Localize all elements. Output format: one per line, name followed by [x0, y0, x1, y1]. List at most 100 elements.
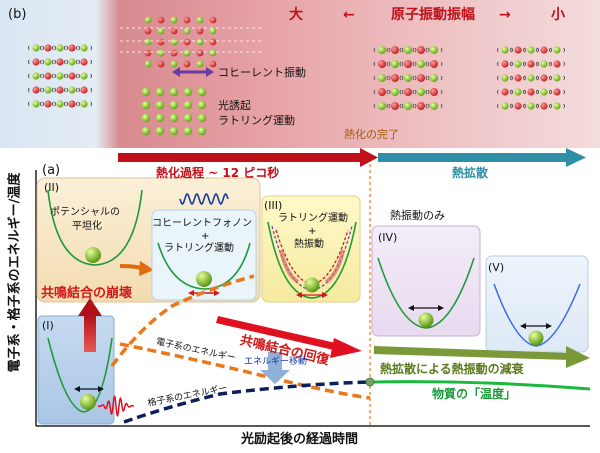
stage-II-label: (II)	[44, 181, 60, 194]
panel-a-label: (a)	[42, 163, 61, 178]
stage-II-orange-arrow	[139, 261, 154, 276]
lattice-atom-green	[417, 60, 425, 68]
lattice-atom-green	[527, 102, 535, 110]
lattice-atom-green	[183, 27, 191, 35]
lattice-atom-red	[144, 27, 152, 35]
lattice-atom-green	[391, 88, 399, 96]
lattice-atom-red	[196, 27, 204, 35]
lattice-atom-green	[404, 46, 412, 54]
lattice-atom-red	[170, 27, 178, 35]
amplitude-title: 原子振動振幅	[391, 7, 475, 23]
lattice-atom-green	[527, 74, 535, 82]
lattice-atom-red	[540, 46, 548, 54]
lattice-atom-red	[430, 88, 438, 96]
amplitude-left-arrow: ←	[343, 7, 355, 23]
stage-III-ball	[304, 277, 320, 293]
lattice-atom-green	[404, 74, 412, 82]
panel-a-graphics	[35, 148, 591, 427]
stage-V-ball	[528, 330, 544, 346]
lattice-atom-red	[183, 60, 191, 68]
lattice-atom-green	[170, 60, 178, 68]
resonance-recovery-arrow	[216, 316, 362, 358]
panel-b-label: (b)	[8, 7, 27, 22]
lattice-atom-green	[196, 60, 204, 68]
stage-I-label: (I)	[42, 319, 54, 332]
stage-IV-box	[371, 225, 481, 337]
lattice-atom-green	[196, 38, 204, 46]
lattice-atom-green	[197, 100, 207, 110]
y-axis-label: 電子系・格子系のエネルギー/温度	[7, 172, 23, 373]
lattice-atom-green	[68, 86, 76, 94]
thermal-decay-arrow	[374, 346, 590, 368]
lattice-atom-green	[56, 44, 64, 52]
lattice-atom-green	[196, 16, 204, 24]
lattice-atom-green	[141, 87, 151, 97]
lattice-atom-red	[44, 72, 52, 80]
lattice-atom-red	[514, 74, 522, 82]
lattice-atom-green	[540, 88, 548, 96]
panel-b: (b) 大 ← 原子振動振幅 → 小 コヒーレント振動 光誘起 ラトリング運動 …	[0, 0, 600, 148]
stage-II-text-4: +	[201, 231, 210, 242]
thermalization-complete-label: 熱化の完了	[344, 128, 399, 141]
lattice-atom-red	[56, 58, 64, 66]
lattice-atom-green	[155, 113, 165, 123]
lattice-energy-curve	[123, 380, 371, 424]
amplitude-small: 小	[551, 7, 565, 23]
amplitude-large: 大	[289, 7, 303, 23]
lattice-atom-green	[417, 88, 425, 96]
lattice-atom-red	[540, 74, 548, 82]
lattice-atom-green	[378, 74, 386, 82]
electron-energy-curve-upper	[110, 274, 255, 368]
stage-III-red-double-arrow	[296, 292, 328, 298]
stage-II-ball-left	[85, 247, 101, 263]
lattice-atom-red	[183, 16, 191, 24]
lattice-atom-green	[391, 60, 399, 68]
lattice-atom-green	[183, 126, 193, 136]
lattice-atom-green	[44, 58, 52, 66]
lattice-atom-red	[501, 60, 509, 68]
thermal-decay-label: 熱拡散による熱振動の減衰	[380, 362, 524, 376]
lattice-atom-red	[44, 44, 52, 52]
panel-b-bg-rect	[0, 0, 600, 148]
lattice-atom-red	[209, 60, 217, 68]
lattice-atom-red	[391, 74, 399, 82]
stage-I-double-arrow	[74, 386, 104, 392]
lattice-atom-green	[32, 100, 40, 108]
lattice-atom-green	[197, 87, 207, 97]
lattice-atom-red	[44, 100, 52, 108]
rattling-label-line2: ラトリング運動	[218, 114, 295, 127]
lattice-atom-red	[80, 58, 88, 66]
lattice-atom-green	[56, 72, 64, 80]
lattice-atom-green	[68, 58, 76, 66]
lattice-atom-red	[209, 38, 217, 46]
thermalization-point	[365, 377, 375, 387]
stage-I-ball	[80, 394, 96, 410]
stage-III-label: (III)	[264, 199, 283, 212]
lattice-atom-green	[80, 72, 88, 80]
lattice-atom-green	[169, 113, 179, 123]
lattice-atom-green	[197, 126, 207, 136]
stage-IV-title: 熱振動のみ	[390, 209, 445, 222]
lattice-atom-green	[155, 87, 165, 97]
lattice-atom-red	[157, 60, 165, 68]
lattice-atom-red	[404, 88, 412, 96]
lattice-atom-red	[501, 88, 509, 96]
lattice-atom-green	[144, 38, 152, 46]
lattice-atom-red	[404, 60, 412, 68]
lattice-atom-green	[378, 46, 386, 54]
lattice-atom-green	[157, 27, 165, 35]
lattice-atom-green	[527, 46, 535, 54]
excitation-up-arrow	[78, 298, 102, 352]
stage-IV-ball	[418, 312, 434, 328]
lattice-atom-green	[553, 74, 561, 82]
energy-transfer-label: エネルギー移動	[244, 357, 308, 367]
lattice-atom-red	[157, 16, 165, 24]
lattice-atom-red	[170, 49, 178, 57]
lattice-atom-green	[430, 46, 438, 54]
lattice-atom-red	[553, 60, 561, 68]
lattice-atom-red	[417, 46, 425, 54]
lattice-atom-green	[32, 44, 40, 52]
lattice-atom-green	[80, 44, 88, 52]
lattice-atom-red	[553, 88, 561, 96]
resonance-collapse-label: 共鳴結合の崩壊	[41, 286, 133, 301]
